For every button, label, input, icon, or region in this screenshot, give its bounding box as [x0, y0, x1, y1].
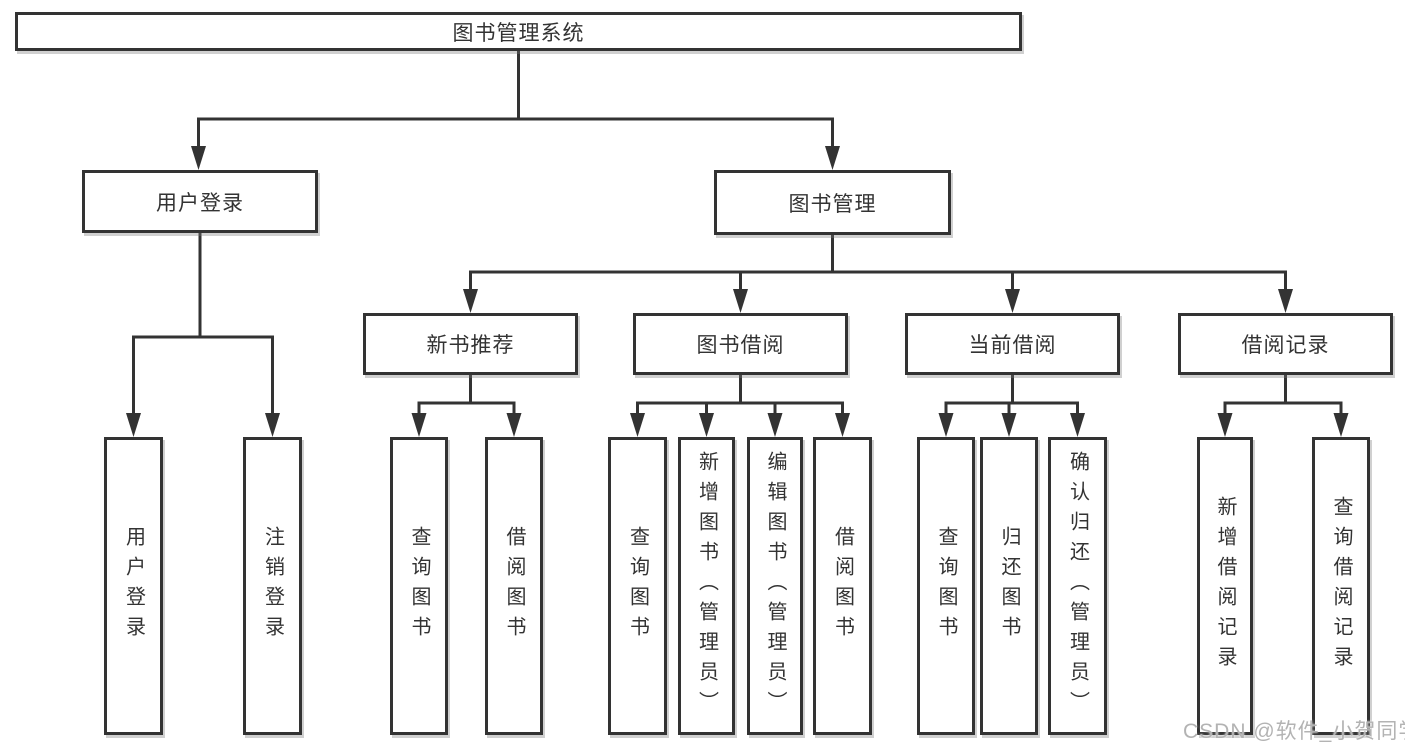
- node-borrow-record: 借阅记录: [1178, 313, 1393, 375]
- connector-current-borrow-group: [944, 375, 1079, 415]
- leaf-logout-login: 注销登录: [243, 437, 302, 735]
- leaf-label: 查询图书: [935, 526, 957, 646]
- connector-root-to-level2: [197, 51, 834, 148]
- leaf-label: 新增图书（管理员）: [695, 451, 718, 721]
- arrowheads-level2: [191, 146, 840, 170]
- leaf-borrow-book-recommend: 借阅图书: [485, 437, 543, 735]
- leaf-label: 确认归还（管理员）: [1066, 451, 1089, 721]
- arrowheads-current-borrow-group: [938, 413, 1085, 437]
- leaf-label: 借阅图书: [831, 526, 854, 646]
- arrowheads-new-book-group: [411, 413, 522, 437]
- node-new-book-recommend: 新书推荐: [363, 313, 578, 375]
- leaf-add-book-admin: 新增图书（管理员）: [678, 437, 735, 735]
- connector-borrow-record-group: [1223, 375, 1343, 415]
- leaf-query-book-recommend: 查询图书: [390, 437, 448, 735]
- leaf-return-book: 归还图书: [980, 437, 1038, 735]
- csdn-watermark: CSDN @软件_小贺同学: [1183, 720, 1405, 743]
- leaf-user-login: 用户登录: [104, 437, 163, 735]
- leaf-label: 新增借阅记录: [1214, 496, 1236, 676]
- connector-book-borrow-group: [636, 375, 844, 415]
- leaf-label: 用户登录: [122, 526, 145, 646]
- leaf-query-borrow-record: 查询借阅记录: [1312, 437, 1370, 735]
- connector-new-book-group: [417, 375, 516, 415]
- arrowheads-level3: [463, 289, 1293, 313]
- leaf-label: 注销登录: [261, 526, 284, 646]
- leaf-confirm-return-admin: 确认归还（管理员）: [1048, 437, 1107, 735]
- leaf-label: 查询图书: [626, 526, 649, 646]
- connector-book-management-to-level3: [469, 235, 1287, 291]
- node-user-login: 用户登录: [82, 170, 318, 233]
- connector-user-login-group: [132, 233, 274, 415]
- leaf-edit-book-admin: 编辑图书（管理员）: [747, 437, 803, 735]
- leaf-label: 借阅图书: [503, 526, 525, 646]
- leaf-label: 归还图书: [998, 526, 1020, 646]
- leaf-borrow-book: 借阅图书: [813, 437, 872, 735]
- leaf-label: 编辑图书（管理员）: [764, 451, 786, 721]
- node-book-borrow: 图书借阅: [633, 313, 848, 375]
- leaf-add-borrow-record: 新增借阅记录: [1197, 437, 1253, 735]
- leaf-label: 查询借阅记录: [1330, 496, 1352, 676]
- arrowheads-user-login-group: [126, 413, 280, 437]
- arrowheads-book-borrow-group: [630, 413, 850, 437]
- arrowheads-borrow-record-group: [1217, 413, 1349, 437]
- node-book-management: 图书管理: [714, 170, 951, 235]
- leaf-label: 查询图书: [408, 526, 430, 646]
- node-current-borrow: 当前借阅: [905, 313, 1120, 375]
- leaf-query-book-current: 查询图书: [917, 437, 975, 735]
- node-root: 图书管理系统: [15, 12, 1022, 51]
- leaf-query-book-borrow: 查询图书: [608, 437, 667, 735]
